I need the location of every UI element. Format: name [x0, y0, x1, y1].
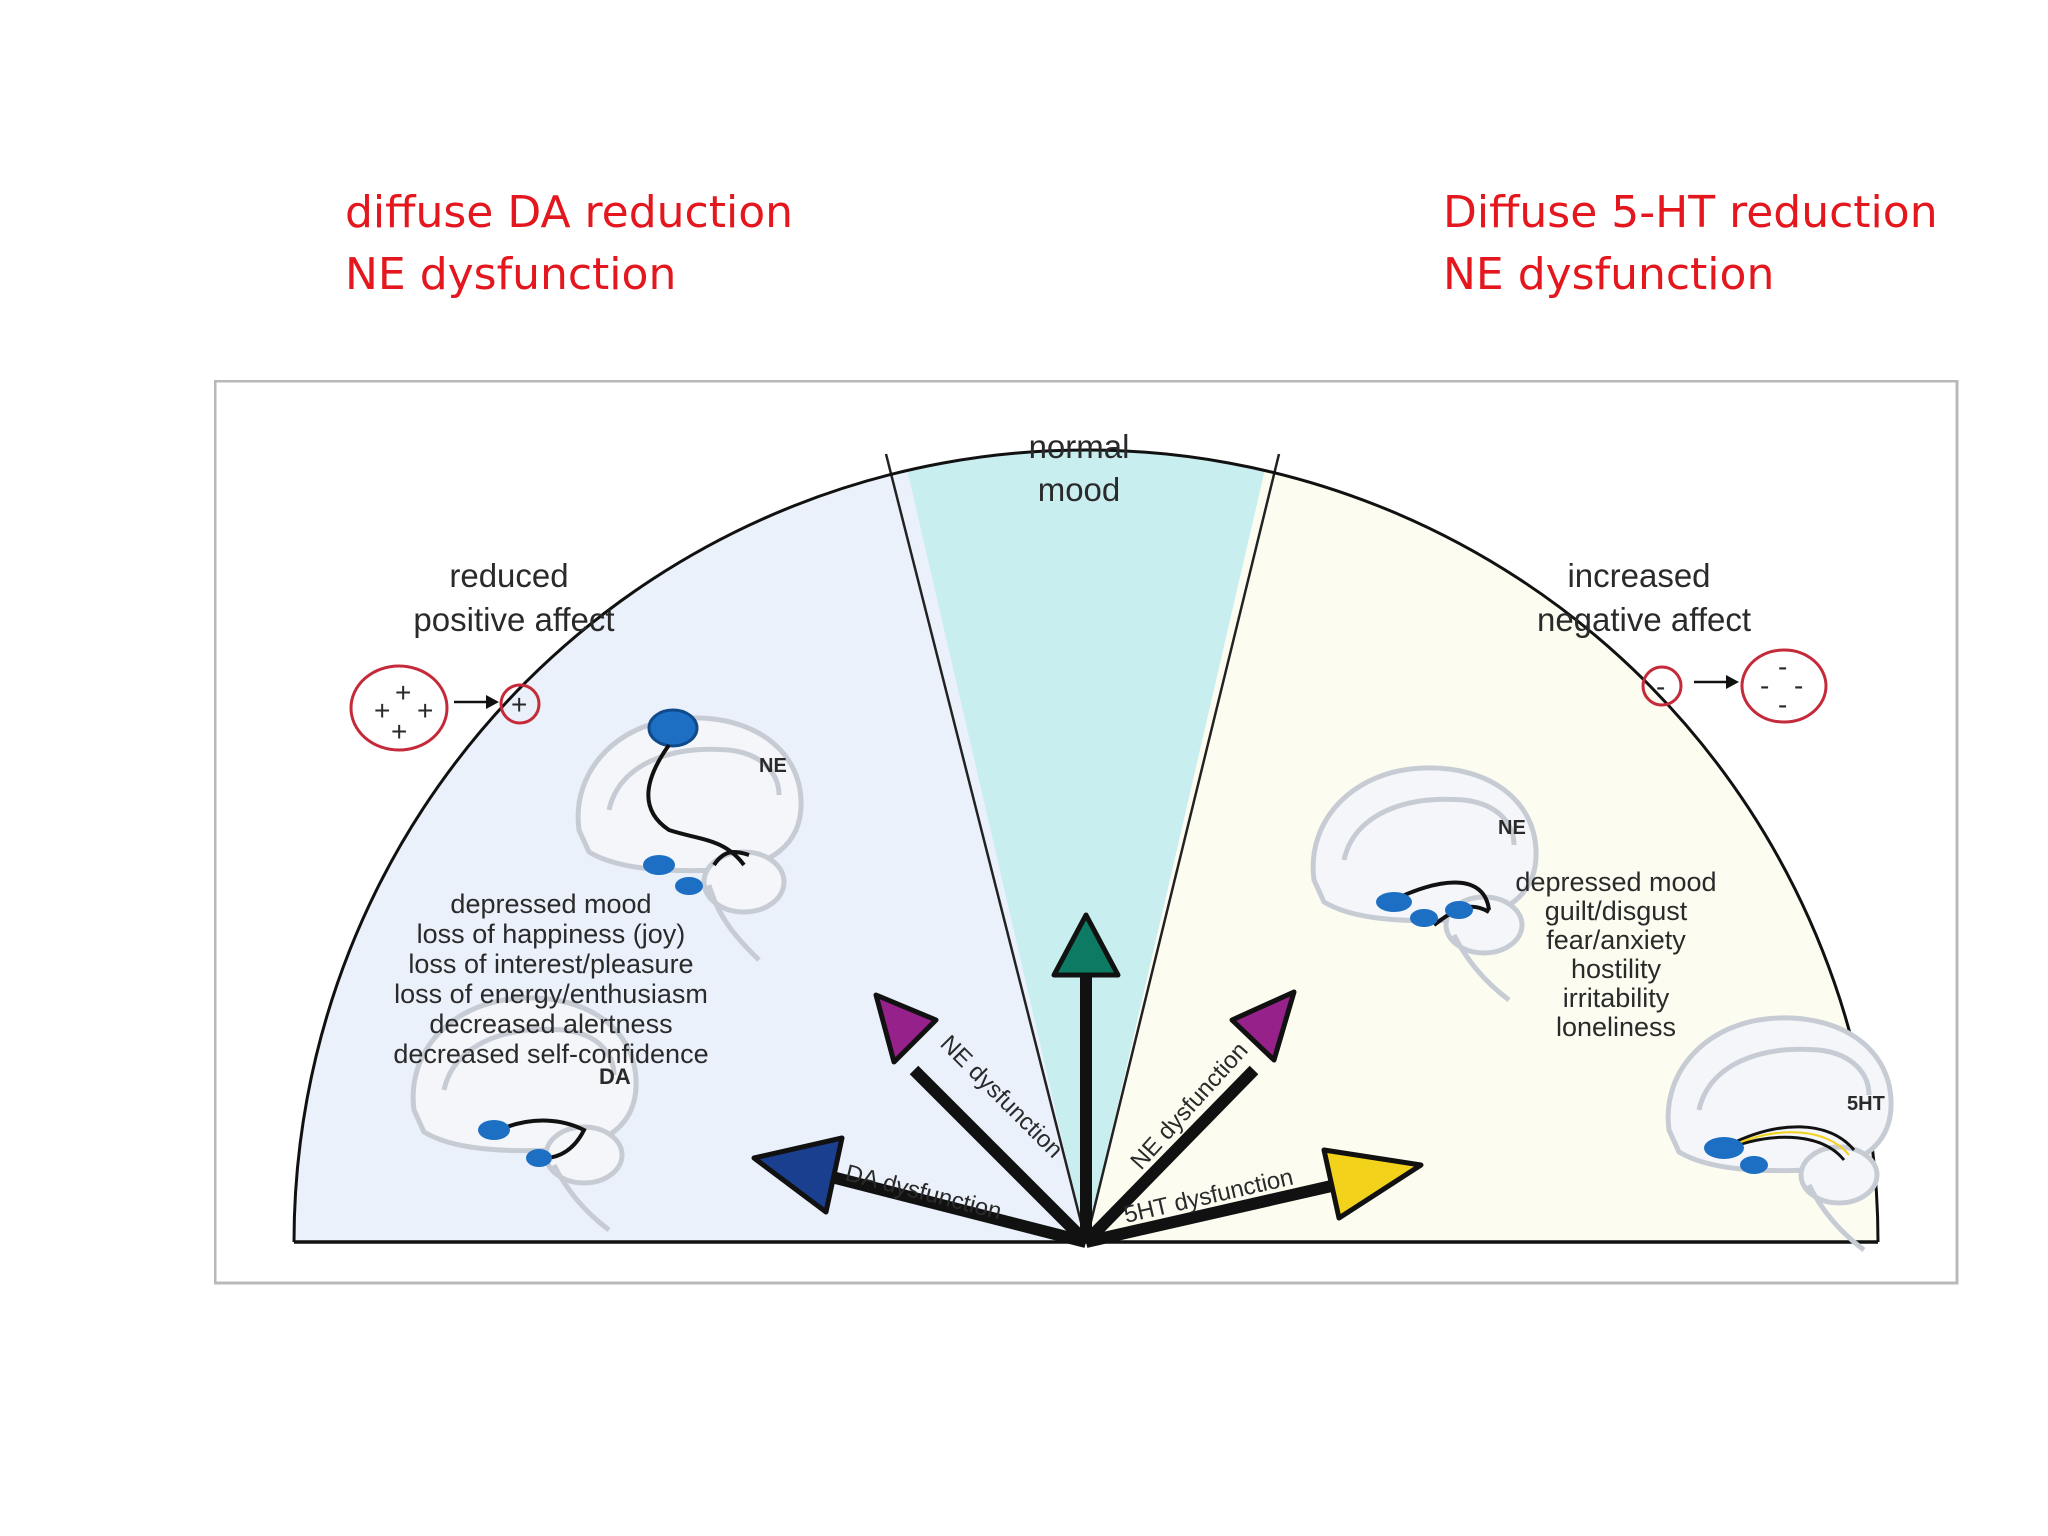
reduced-positive-label-1: reduced	[449, 557, 568, 594]
brain-right-5ht: 5HT	[1665, 1015, 1894, 1252]
brain-left-da: DA	[410, 995, 639, 1232]
left-symptom-item: loss of interest/pleasure	[408, 949, 693, 979]
right-symptom-item: loneliness	[1556, 1012, 1676, 1042]
right-annotation-line1: Diffuse 5-HT reduction	[1443, 187, 1938, 238]
right-symptom-item: depressed mood	[1515, 867, 1716, 897]
plus-charge: +	[395, 677, 411, 708]
right-symptom-list: depressed mood guilt/disgust fear/anxiet…	[1515, 867, 1716, 1042]
left-symptom-item: loss of happiness (joy)	[417, 919, 686, 949]
minus-charge: -	[1760, 670, 1769, 701]
minus-charge: -	[1778, 689, 1787, 720]
increased-negative-label-2: negative affect	[1537, 601, 1751, 638]
right-symptom-item: guilt/disgust	[1545, 896, 1688, 926]
minus-charge: -	[1656, 671, 1665, 702]
normal-mood-label-2: mood	[1038, 471, 1121, 508]
left-symptom-item: loss of energy/enthusiasm	[394, 979, 708, 1009]
minus-charge: -	[1778, 651, 1787, 682]
left-annotation-line1: diffuse DA reduction	[345, 187, 794, 238]
normal-mood-label-1: normal	[1029, 428, 1130, 465]
left-symptom-item: depressed mood	[450, 889, 651, 919]
normal-mood-wedge	[884, 450, 1288, 1242]
right-annotation-line2: NE dysfunction	[1443, 249, 1775, 300]
plus-charge: +	[391, 716, 407, 747]
right-symptom-item: fear/anxiety	[1546, 925, 1686, 955]
brain-left-ne: NE	[575, 708, 804, 962]
minus-charge: -	[1794, 670, 1803, 701]
wedge-line-right	[1084, 453, 1281, 1243]
plus-charge: +	[511, 689, 527, 720]
left-symptom-item: decreased self-confidence	[393, 1039, 708, 1069]
semicircle-outline	[292, 448, 1880, 1243]
right-symptom-item: irritability	[1563, 983, 1670, 1013]
right-annotation: Diffuse 5-HT reduction NE dysfunction	[1443, 182, 1938, 306]
right-symptom-item: hostility	[1571, 954, 1662, 984]
brain-right-5ht-label: 5HT	[1847, 1093, 1885, 1115]
brain-right-ne-label: NE	[1498, 817, 1526, 839]
left-annotation-line2: NE dysfunction	[345, 249, 677, 300]
center-arrow	[1051, 912, 1121, 1242]
left-symptom-item: decreased alertness	[429, 1009, 672, 1039]
wedge-line-left	[884, 453, 1088, 1243]
positive-charges: + + + + +	[349, 664, 541, 752]
plus-charge: +	[374, 695, 390, 726]
brain-right-ne: NE	[1310, 765, 1539, 1002]
plus-charge: +	[417, 695, 433, 726]
negative-charges: - - - - -	[1641, 648, 1828, 724]
increased-negative-label-1: increased	[1567, 557, 1710, 594]
left-annotation: diffuse DA reduction NE dysfunction	[345, 182, 793, 306]
left-symptom-list: depressed mood loss of happiness (joy) l…	[393, 889, 708, 1069]
brain-left-ne-label: NE	[759, 755, 787, 777]
mood-diagram: normal mood reduced positive affect incr…	[214, 380, 1959, 1285]
brain-left-da-label: DA	[599, 1064, 631, 1089]
reduced-positive-label-2: positive affect	[413, 601, 614, 638]
